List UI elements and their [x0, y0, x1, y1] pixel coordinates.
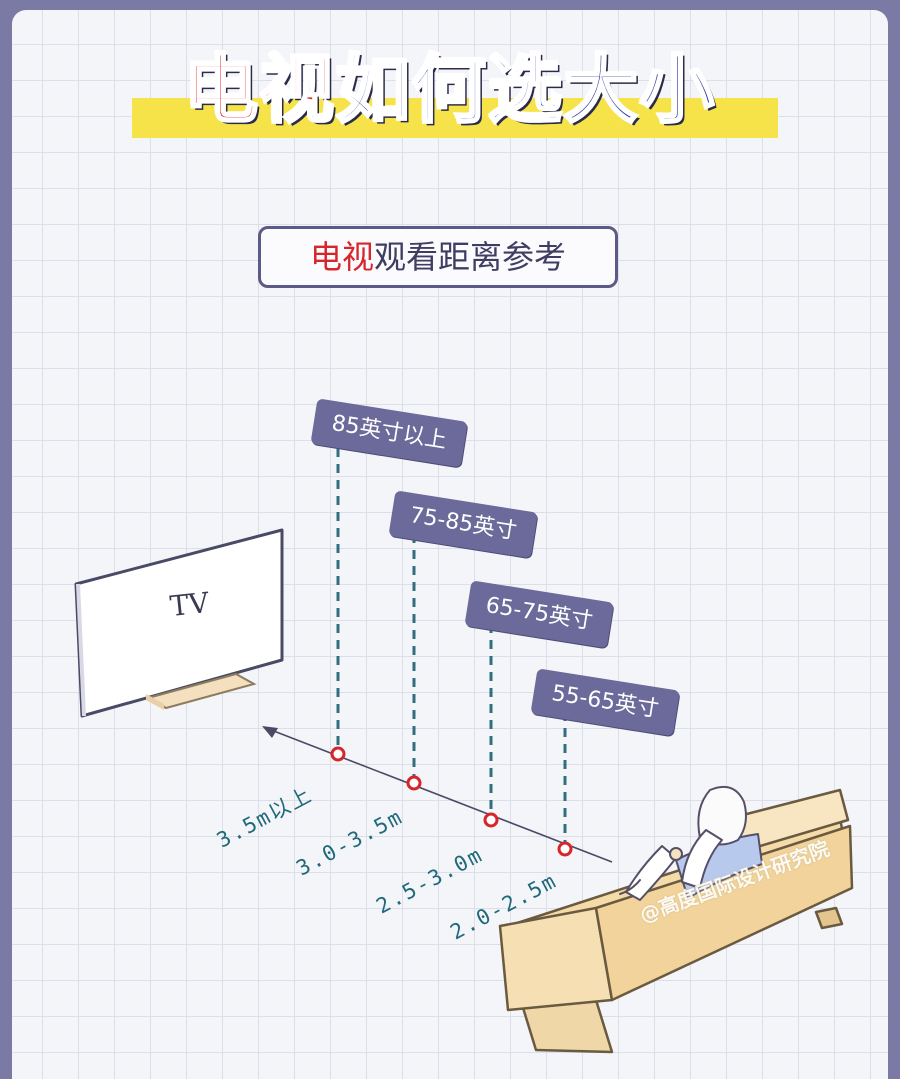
marker-3 [483, 812, 499, 828]
title-red-part: 电视 [183, 46, 336, 135]
subtitle-box: 电视观看距离参考 [258, 226, 618, 288]
distance-axis [262, 726, 613, 863]
title-highlight-bar [132, 98, 778, 138]
distance-markers [330, 746, 573, 857]
marker-2 [406, 775, 422, 791]
tv-illustration [74, 528, 284, 718]
distance-guides [336, 432, 567, 843]
tv-screen-label: TV [168, 586, 211, 623]
person-illustration [619, 786, 763, 901]
marker-1 [330, 746, 346, 762]
sofa-illustration [498, 788, 854, 1054]
page-title: 电视如何选大小 [120, 46, 780, 135]
title-blue-part: 如何选大小 [335, 46, 716, 135]
subtitle-red-part: 电视 [309, 238, 374, 276]
title-block: 电视如何选大小 [120, 46, 780, 142]
marker-4 [557, 841, 573, 857]
subtitle-dark-part: 观看距离参考 [374, 238, 567, 276]
